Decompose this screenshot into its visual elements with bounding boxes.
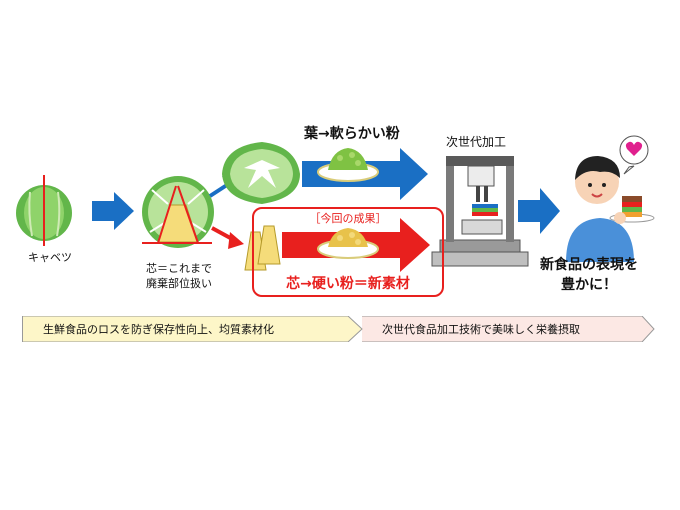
cabbage-icon: [16, 175, 72, 246]
core-pieces-icon: [244, 225, 281, 271]
core-label-line2: 廃棄部位扱い: [146, 277, 212, 290]
new-food-line1: 新食品の表現を: [540, 257, 638, 273]
core-label-line1: 芯＝これまで: [146, 262, 212, 275]
yellow-powder-icon: [317, 228, 379, 259]
banner-right: 次世代食品加工技術で美味しく栄養摂取: [362, 316, 654, 342]
new-food-text: 新食品の表現を 豊かに！: [540, 255, 638, 295]
cabbage-label: キャベツ: [28, 251, 72, 264]
arrow-to-person: [518, 188, 560, 234]
printer-header: 次世代加工: [446, 135, 507, 149]
arrow-to-core: [211, 226, 244, 249]
leaf-powder-header: 葉→軟らかい粉: [304, 126, 400, 142]
heart-bubble-icon: [619, 135, 649, 175]
result-box: ［今回の成果］ 芯→硬い粉＝新素材: [252, 207, 444, 297]
leaf-piece-icon: [222, 142, 300, 204]
new-food-line2: 豊かに！: [561, 277, 617, 293]
person-icon: [566, 156, 655, 262]
arrow-1: [92, 192, 134, 230]
banner-left: 生鮮食品のロスを防ぎ保存性向上、均質素材化: [22, 316, 362, 342]
3d-printer-icon: [431, 156, 529, 267]
green-powder-icon: [317, 148, 379, 182]
cut-cabbage-icon: [142, 176, 214, 248]
result-tag: ［今回の成果］: [309, 212, 387, 225]
core-result-text: 芯→硬い粉＝新素材: [286, 276, 410, 292]
core-label: 芯＝これまで 廃棄部位扱い: [146, 261, 212, 291]
